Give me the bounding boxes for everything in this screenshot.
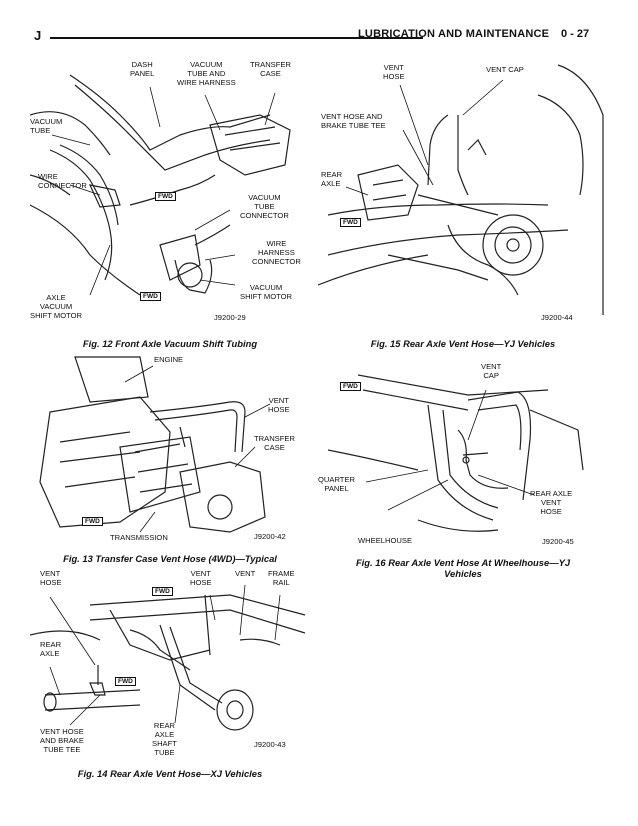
label-transfer-case: TRANSFER CASE <box>250 60 291 78</box>
label-transfer-case: TRANSFER CASE <box>254 434 295 452</box>
label-wire-harness-connector: WIRE HARNESS CONNECTOR <box>252 239 301 266</box>
caption-fig-15: Fig. 15 Rear Axle Vent Hose—YJ Vehicles <box>370 338 556 349</box>
label-frame-rail: FRAME RAIL <box>268 569 295 587</box>
caption-fig-13: Fig. 13 Transfer Case Vent Hose (4WD)—Ty… <box>63 553 277 564</box>
caption-fig-16: Fig. 16 Rear Axle Vent Hose At Wheelhous… <box>355 557 571 579</box>
label-rear-axle-vent-hose: REAR AXLE VENT HOSE <box>530 489 573 516</box>
figure-14: VENT HOSE VENT HOSE VENT FRAME RAIL REAR… <box>30 565 310 760</box>
figure-code: J9200-44 <box>541 313 573 322</box>
label-vent: VENT <box>235 569 256 578</box>
fwd-arrow-icon: FWD <box>115 677 136 686</box>
label-vent-hose: VENT HOSE <box>383 63 405 81</box>
figure-code: J9200-45 <box>542 537 574 546</box>
label-vacuum-tube-and-wire-harness: VACUUM TUBE AND WIRE HARNESS <box>177 60 236 87</box>
label-vent-hose-middle: VENT HOSE <box>190 569 212 587</box>
label-dash-panel: DASH PANEL <box>130 60 155 78</box>
figure-13: ENGINE VENT HOSE TRANSFER CASE TRANSMISS… <box>30 352 310 547</box>
figure-12-illustration <box>30 74 291 296</box>
figure-code: J9200-42 <box>254 532 286 541</box>
label-transmission: TRANSMISSION <box>110 533 168 542</box>
label-vacuum-tube-connector: VACUUM TUBE CONNECTOR <box>240 193 289 220</box>
fwd-arrow-icon: FWD <box>152 587 173 596</box>
label-wheelhouse: WHEELHOUSE <box>358 536 413 545</box>
label-vent-cap: VENT CAP <box>481 362 502 380</box>
label-rear-axle: REAR AXLE <box>321 170 343 188</box>
label-vent-hose-and-brake-tube-tee: VENT HOSE AND BRAKE TUBE TEE <box>321 112 386 130</box>
figure-14-illustration <box>30 584 306 731</box>
label-vent-hose: VENT HOSE <box>268 396 290 414</box>
label-axle-vacuum-shift-motor: AXLE VACUUM SHIFT MOTOR <box>30 293 83 320</box>
figure-code: J9200-29 <box>214 313 246 322</box>
label-quarter-panel: QUARTER PANEL <box>318 475 355 493</box>
figure-15-illustration <box>318 64 604 315</box>
label-wire-connector: WIRE CONNECTOR <box>38 172 87 190</box>
figure-16: VENT CAP QUARTER PANEL REAR AXLE VENT HO… <box>318 360 608 550</box>
caption-fig-12: Fig. 12 Front Axle Vacuum Shift Tubing <box>82 338 258 349</box>
label-rear-axle: REAR AXLE <box>40 640 62 658</box>
label-vent-hose-left: VENT HOSE <box>40 569 62 587</box>
fwd-arrow-icon: FWD <box>82 517 103 526</box>
caption-fig-14: Fig. 14 Rear Axle Vent Hose—XJ Vehicles <box>77 768 263 779</box>
header-title: LUBRICATION AND MAINTENANCE <box>358 28 550 40</box>
label-vent-cap: VENT CAP <box>486 65 524 74</box>
label-vacuum-tube: VACUUM TUBE <box>30 117 63 135</box>
fwd-arrow-icon: FWD <box>340 218 361 227</box>
label-rear-axle-shaft-tube: REAR AXLE SHAFT TUBE <box>152 721 177 757</box>
figure-16-illustration <box>327 374 584 532</box>
page-number: 0 - 27 <box>561 28 590 40</box>
fwd-arrow-icon: FWD <box>155 192 176 201</box>
figure-15: VENT HOSE VENT CAP VENT HOSE AND BRAKE T… <box>318 55 608 330</box>
figure-code: J9200-43 <box>254 740 286 749</box>
fwd-arrow-icon: FWD <box>140 292 161 301</box>
header-rule <box>50 37 423 39</box>
fwd-arrow-icon: FWD <box>340 382 361 391</box>
label-engine: ENGINE <box>154 355 184 364</box>
figure-12: DASH PANEL VACUUM TUBE AND WIRE HARNESS … <box>30 55 310 330</box>
label-vent-hose-and-brake-tube-tee: VENT HOSE AND BRAKE TUBE TEE <box>40 727 84 754</box>
figure-13-illustration <box>39 356 271 533</box>
label-vacuum-shift-motor: VACUUM SHIFT MOTOR <box>240 283 293 301</box>
header-section-letter: J <box>34 28 42 43</box>
